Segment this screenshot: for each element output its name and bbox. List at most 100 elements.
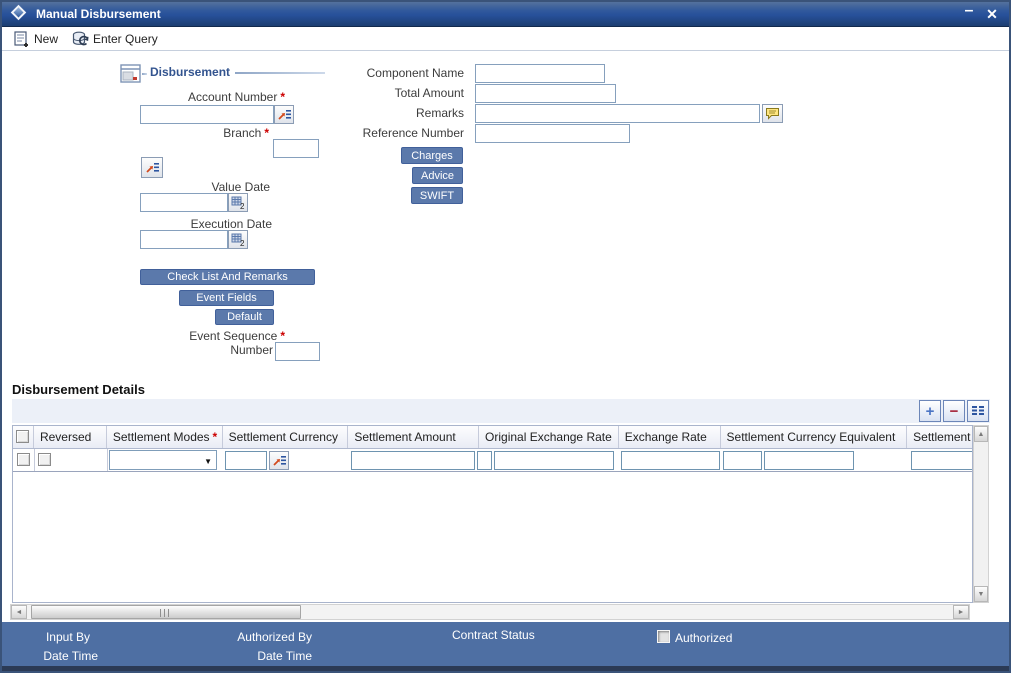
enter-query-button-label: Enter Query [93, 32, 158, 46]
new-button-label: New [34, 32, 59, 46]
column-header-settlement-modes: Settlement Modes* [107, 426, 223, 448]
detail-grid-icon [971, 405, 985, 418]
column-header-settlement-amount: Settlement Amount [348, 426, 480, 448]
database-query-icon [72, 31, 89, 47]
input-date-time-label: Date Time [43, 649, 98, 663]
window-title: Manual Disbursement [36, 7, 161, 21]
value-date-label: Value Date [211, 180, 270, 194]
total-amount-label: Total Amount [394, 86, 464, 100]
account-number-lov-button[interactable] [274, 105, 294, 124]
enter-query-button[interactable]: Enter Query [72, 30, 158, 48]
scroll-up-button[interactable]: ▲ [974, 426, 988, 442]
value-date-calendar-button[interactable]: 2 [228, 193, 248, 212]
column-header-reversed: Reversed [34, 426, 107, 448]
disbursement-details-table: Reversed Settlement Modes* Settlement Cu… [12, 425, 973, 603]
account-number-input[interactable] [140, 105, 274, 124]
calendar-icon: 2 [231, 233, 245, 248]
section-dash [142, 73, 147, 75]
authorized-checkbox[interactable] [657, 630, 670, 643]
execution-date-label: Execution Date [190, 217, 272, 231]
disbursement-details-title: Disbursement Details [12, 382, 145, 397]
charges-button[interactable]: Charges [401, 147, 463, 164]
row-select-checkbox[interactable] [17, 453, 30, 466]
execution-date-calendar-button[interactable]: 2 [228, 230, 248, 249]
section-title: Disbursement [150, 65, 231, 79]
component-name-label: Component Name [366, 66, 464, 80]
event-sequence-number-input[interactable] [275, 342, 320, 361]
branch-input[interactable] [273, 139, 319, 158]
reference-number-input[interactable] [475, 124, 630, 143]
remarks-label: Remarks [415, 106, 464, 120]
branch-label: Branch* [223, 126, 269, 140]
minimize-button[interactable]: – [964, 2, 974, 19]
toolbar: New Enter Query [2, 27, 1009, 51]
column-header-settlement: Settlement [913, 430, 971, 444]
original-exchange-rate-input[interactable] [494, 451, 614, 470]
svg-text:2: 2 [240, 202, 245, 210]
app-diamond-icon [10, 4, 27, 21]
execution-date-input[interactable] [140, 230, 228, 249]
column-header-settlement-currency-equivalent: Settlement Currency Equivalent [721, 426, 908, 448]
calendar-icon: 2 [231, 196, 245, 211]
component-name-input[interactable] [475, 64, 605, 83]
lov-icon [272, 454, 287, 467]
settlement-currency-input[interactable] [225, 451, 267, 470]
details-toolbar-strip [12, 399, 990, 423]
close-button[interactable]: ✕ [986, 6, 998, 22]
column-header-exchange-rate: Exchange Rate [619, 426, 721, 448]
event-fields-button[interactable]: Event Fields [179, 290, 274, 306]
table-horizontal-scrollbar[interactable]: ◄ ► [10, 604, 970, 620]
exchange-rate-input[interactable] [621, 451, 720, 470]
remarks-editor-button[interactable] [762, 104, 783, 123]
new-button[interactable]: New [14, 30, 58, 48]
required-asterisk: * [212, 430, 218, 444]
select-all-header-cell [13, 426, 34, 448]
horizontal-scroll-thumb[interactable] [31, 605, 301, 619]
delete-row-button[interactable]: − [943, 400, 965, 422]
required-asterisk: * [280, 329, 285, 343]
single-view-button[interactable] [967, 400, 989, 422]
check-list-and-remarks-button[interactable]: Check List And Remarks [140, 269, 315, 285]
section-divider [235, 72, 325, 74]
scroll-right-button[interactable]: ► [953, 605, 969, 619]
contract-status-label: Contract Status [452, 628, 535, 642]
swift-button[interactable]: SWIFT [411, 187, 463, 204]
default-button[interactable]: Default [215, 309, 274, 325]
scroll-down-button[interactable]: ▼ [974, 586, 988, 602]
speech-bubble-icon [765, 107, 780, 120]
add-row-button[interactable]: + [919, 400, 941, 422]
authorized-by-label: Authorized By [237, 630, 312, 644]
footer-bar: Input By Date Time Authorized By Date Ti… [2, 622, 1009, 669]
window-bottom-edge [2, 666, 1009, 671]
remarks-input[interactable] [475, 104, 760, 123]
settlement-modes-select[interactable]: ▼ [109, 450, 217, 470]
authorized-date-time-label: Date Time [257, 649, 312, 663]
table-row: ▼ [13, 449, 972, 472]
column-header-original-exchange-rate: Original Exchange Rate [479, 426, 619, 448]
column-header-settlement-currency: Settlement Currency [223, 426, 349, 448]
disbursement-section-icon [120, 64, 142, 84]
advice-button[interactable]: Advice [412, 167, 463, 184]
required-asterisk: * [280, 90, 285, 104]
table-header-row: Reversed Settlement Modes* Settlement Cu… [13, 426, 972, 449]
lov-icon [145, 161, 160, 174]
settlement-amount-input[interactable] [351, 451, 475, 470]
settlement-currency-lov-button[interactable] [269, 451, 289, 470]
total-amount-input[interactable] [475, 84, 616, 103]
reversed-checkbox[interactable] [38, 453, 51, 466]
settlement-currency-equivalent-ccy-input[interactable] [723, 451, 762, 470]
settlement-currency-equivalent-input[interactable] [764, 451, 854, 470]
branch-lov-button[interactable] [141, 157, 163, 178]
scroll-grip-icon [160, 609, 172, 617]
select-all-checkbox[interactable] [16, 430, 29, 443]
required-asterisk: * [264, 126, 269, 140]
settlement-extra-input[interactable] [911, 451, 972, 470]
event-sequence-number-label: Event Sequence* Number [189, 329, 285, 357]
scroll-left-button[interactable]: ◄ [11, 605, 27, 619]
title-bar: Manual Disbursement – ✕ [2, 2, 1009, 27]
table-vertical-scrollbar[interactable]: ▲ ▼ [973, 425, 989, 603]
value-date-input[interactable] [140, 193, 228, 212]
account-number-label: Account Number* [187, 90, 285, 104]
original-exchange-rate-flag-input[interactable] [477, 451, 492, 470]
